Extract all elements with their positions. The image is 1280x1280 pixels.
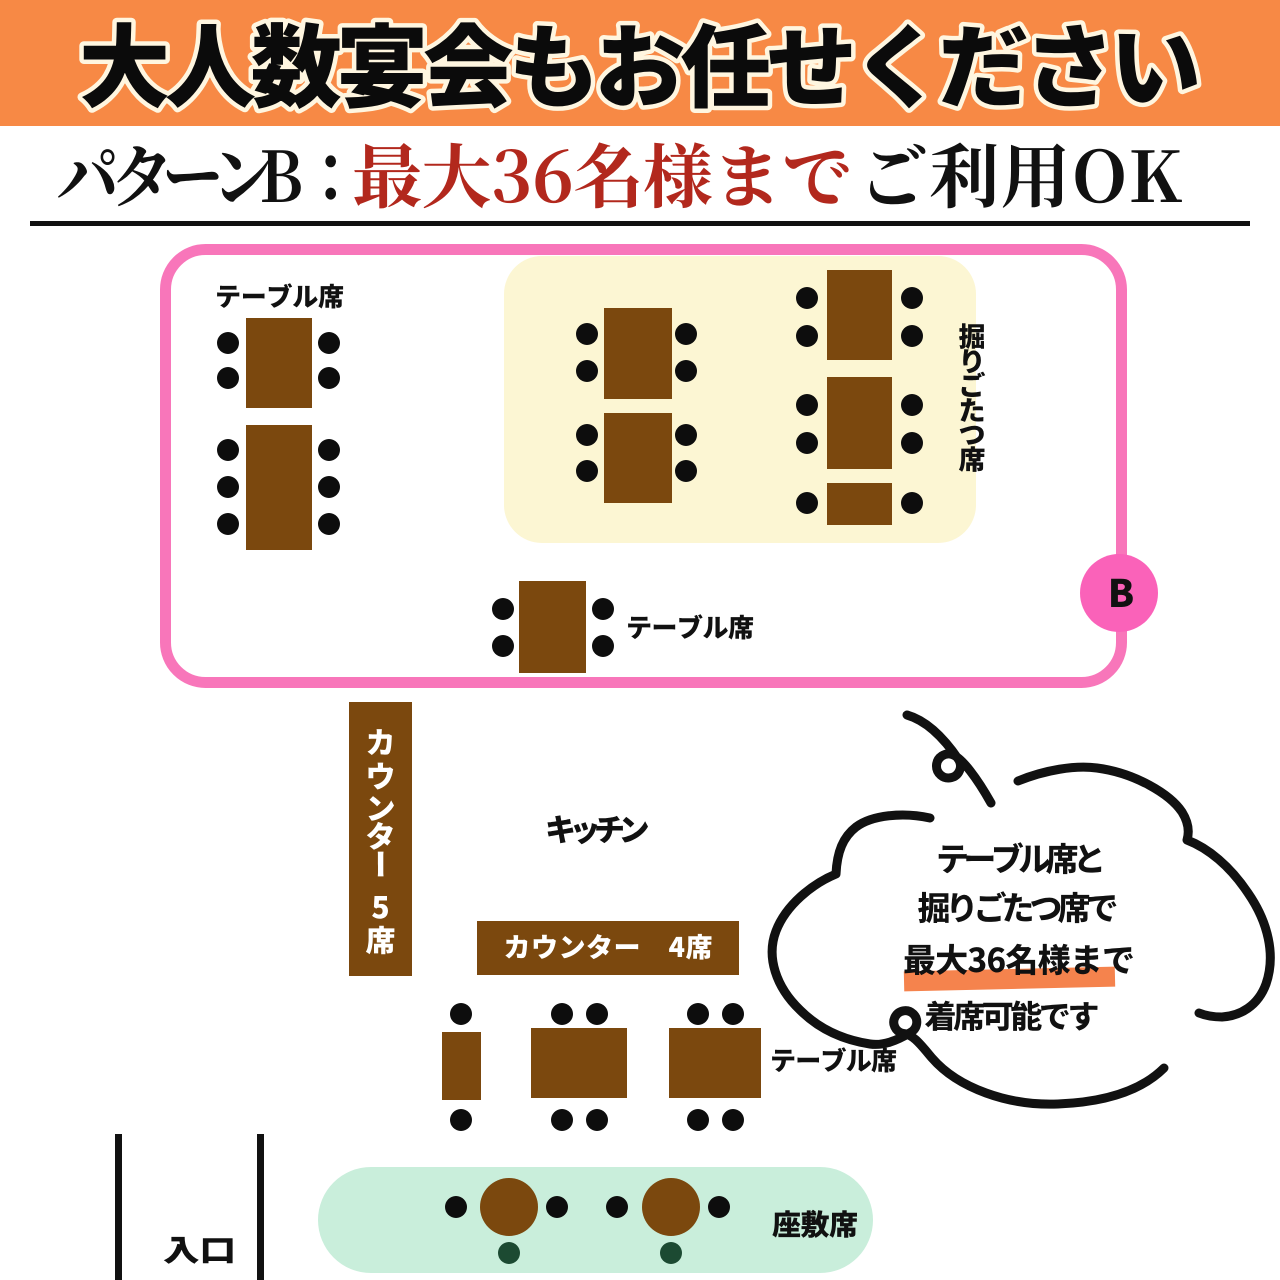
chair-dot: [675, 460, 697, 482]
chair-dot: [217, 476, 239, 498]
chair-dot: [796, 492, 818, 514]
speech-bubble: [767, 710, 1275, 1109]
chair-dot: [551, 1109, 573, 1131]
table-seats-label-center: [628, 614, 754, 640]
entrance-wall-right: [257, 1134, 264, 1280]
room-b-badge-letter: [1111, 578, 1133, 607]
chair-dot: [796, 325, 818, 347]
speech-bubble-outline-left: [767, 810, 1169, 1109]
zashiki-label: [772, 1209, 857, 1238]
chair-dot: [592, 598, 614, 620]
chair-dot: [586, 1109, 608, 1131]
subtitle-ok-label: [870, 142, 1182, 209]
chair-dot: [318, 367, 340, 389]
counter-5-label: [365, 729, 395, 955]
bubble-line-4: [925, 1000, 1098, 1031]
table: [827, 270, 892, 360]
chair-dot: [606, 1196, 628, 1218]
chair-dot: [318, 332, 340, 354]
table: [827, 483, 892, 525]
table-seats-label-upper: [217, 283, 344, 309]
bubble-line-3: [904, 943, 1133, 976]
table-seats-label-lower: [772, 1047, 897, 1073]
speech-bubble-curl: [902, 710, 996, 808]
chair-dot: [708, 1196, 730, 1218]
speech-bubble-outline-right: [1013, 762, 1275, 1022]
chair-dot: [722, 1003, 744, 1025]
table: [519, 581, 586, 673]
horigotatsu-label: [958, 323, 986, 472]
chair-dot: [675, 360, 697, 382]
chair-dot: [492, 635, 514, 657]
chair-dot: [576, 360, 598, 382]
chair-dot: [901, 287, 923, 309]
chair-dot: [450, 1003, 472, 1025]
counter-4-block: [477, 921, 739, 975]
divider-rule: [30, 221, 1250, 226]
round-table: [642, 1178, 700, 1236]
entrance-group: [115, 1134, 264, 1280]
lower-table-seats-group: [442, 1003, 897, 1131]
chair-dot: [217, 332, 239, 354]
chair-dot: [546, 1196, 568, 1218]
upper-table-seats-group: [217, 283, 344, 550]
table: [827, 377, 892, 469]
bubble-line-2: [918, 891, 1117, 924]
table: [604, 308, 672, 399]
table: [246, 318, 312, 408]
bubble-line-1: [938, 842, 1102, 875]
table: [604, 413, 672, 503]
chair-dot: [901, 492, 923, 514]
zashiki-area: [318, 1167, 873, 1273]
bubble-highlight: [903, 966, 1116, 992]
zashiki-chair-dot: [498, 1242, 520, 1264]
table: [246, 425, 312, 550]
chair-dot: [796, 287, 818, 309]
chair-dot: [675, 323, 697, 345]
chair-dot: [450, 1109, 472, 1131]
zashiki-group: [318, 1167, 873, 1273]
chair-dot: [576, 323, 598, 345]
subtitle-capacity-emphasis: [354, 142, 849, 209]
chair-dot: [675, 424, 697, 446]
chair-dot: [796, 432, 818, 454]
chair-dot: [687, 1003, 709, 1025]
chair-dot: [901, 394, 923, 416]
chair-dot: [217, 513, 239, 535]
zashiki-chair-dot: [660, 1242, 682, 1264]
chair-dot: [592, 635, 614, 657]
entrance-wall-left: [115, 1134, 122, 1280]
counter-4-label: [505, 933, 712, 960]
table: [531, 1028, 627, 1098]
chair-dot: [576, 460, 598, 482]
chair-dot: [901, 325, 923, 347]
chair-dot: [576, 424, 598, 446]
chair-dot: [445, 1196, 467, 1218]
chair-dot: [217, 367, 239, 389]
chair-dot: [901, 432, 923, 454]
chair-dot: [217, 439, 239, 461]
chair-dot: [318, 513, 340, 535]
horigotatsu-group: [576, 270, 986, 525]
subtitle-pattern-label: [58, 146, 336, 207]
chair-dot: [492, 598, 514, 620]
chair-dot: [551, 1003, 573, 1025]
chair-dot: [687, 1109, 709, 1131]
table: [442, 1032, 481, 1100]
entrance-label: [163, 1236, 233, 1264]
table: [669, 1028, 761, 1098]
subtitle: [58, 142, 1182, 209]
kitchen-label: [547, 815, 648, 845]
chair-dot: [796, 394, 818, 416]
chair-dot: [318, 439, 340, 461]
chair-dot: [722, 1109, 744, 1131]
chair-dot: [586, 1003, 608, 1025]
round-table: [480, 1178, 538, 1236]
banner-title: [77, 17, 1202, 114]
chair-dot: [318, 476, 340, 498]
center-table-seats-group: [492, 581, 754, 673]
